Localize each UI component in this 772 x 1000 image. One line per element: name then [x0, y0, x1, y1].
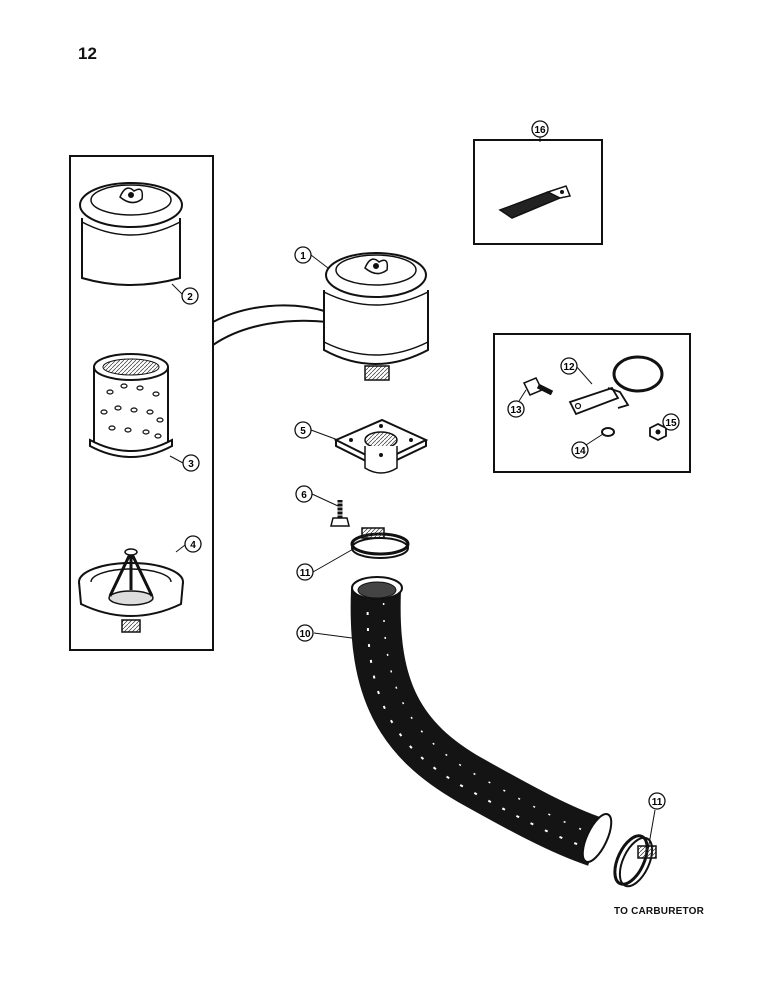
- callout-16: 16: [531, 120, 549, 138]
- svg-text:10: 10: [299, 629, 311, 640]
- callout-14: 14: [571, 441, 589, 459]
- svg-text:12: 12: [563, 362, 575, 373]
- svg-text:11: 11: [652, 797, 663, 808]
- bracket-hardware-detail-panel: [493, 333, 691, 473]
- callout-12: 12: [560, 357, 578, 375]
- svg-text:5: 5: [300, 426, 306, 437]
- destination-label: TO CARBURETOR: [614, 906, 705, 917]
- callout-10: 10: [296, 624, 314, 642]
- page-number: 12: [78, 44, 97, 63]
- callout-11-lower: 11: [648, 792, 666, 810]
- svg-text:6: 6: [301, 490, 307, 501]
- svg-text:3: 3: [188, 459, 194, 470]
- hose-clamp-upper-part: [350, 527, 410, 559]
- callout-11-upper: 11: [296, 563, 314, 581]
- cover-assembly-part: [79, 182, 183, 286]
- callout-15: 15: [662, 413, 680, 431]
- hose-clamp-lower-part: [613, 834, 657, 888]
- bolt-part: [330, 500, 350, 527]
- callout-leaders: [169, 254, 667, 851]
- callout-1: 1: [294, 246, 312, 264]
- filter-element-part: [89, 353, 173, 458]
- svg-text:13: 13: [510, 405, 522, 416]
- callout-2: 2: [181, 287, 199, 305]
- adapter-flange-part: [333, 418, 429, 474]
- svg-text:16: 16: [534, 125, 546, 136]
- svg-text:1: 1: [300, 251, 306, 262]
- svg-text:11: 11: [300, 568, 311, 579]
- callout-13: 13: [507, 400, 525, 418]
- svg-text:4: 4: [190, 540, 196, 551]
- callout-3: 3: [182, 454, 200, 472]
- intake-hose-part: [350, 576, 613, 866]
- svg-text:2: 2: [187, 292, 193, 303]
- air-cleaner-assembly-part: [323, 252, 429, 381]
- part-16-detail-panel: [473, 133, 603, 245]
- callout-6: 6: [295, 485, 313, 503]
- svg-text:14: 14: [574, 446, 586, 457]
- callout-5: 5: [294, 421, 312, 439]
- component-detail-panel: [69, 155, 329, 651]
- svg-text:15: 15: [665, 418, 677, 429]
- oil-cup-part: [78, 548, 184, 633]
- callout-4: 4: [184, 535, 202, 553]
